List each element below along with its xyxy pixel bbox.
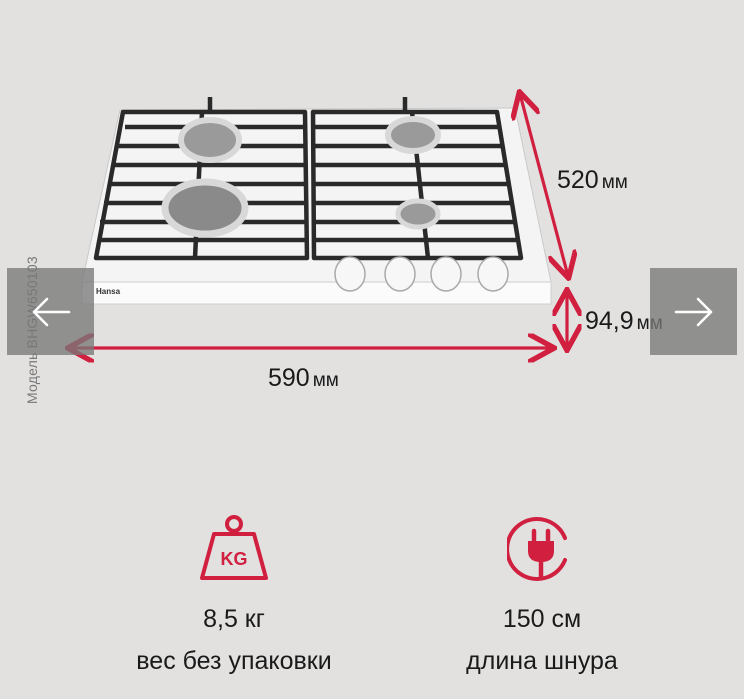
cooktop: Hansa: [81, 97, 552, 305]
weight-caption: вес без упаковки: [136, 647, 332, 675]
cord-length-caption: длина шнура: [466, 647, 618, 675]
next-slide-button[interactable]: [650, 268, 737, 355]
weight-kg-icon: KG: [200, 515, 268, 580]
dimension-arrows: [70, 94, 568, 348]
weight-icon-text: KG: [221, 549, 248, 569]
arrow-left-icon: [32, 297, 70, 326]
spec-weight: KG 8,5 кг вес без упаковки: [84, 514, 384, 676]
width-unit: мм: [312, 370, 339, 391]
depth-value: 520: [557, 166, 599, 194]
brand-logo: Hansa: [96, 287, 121, 296]
control-knobs: [334, 256, 509, 292]
power-plug-icon: [507, 517, 567, 581]
width-value: 590: [268, 364, 310, 392]
spec-cord-length: 150 см длина шнура: [392, 514, 692, 676]
depth-unit: мм: [601, 172, 628, 193]
cord-length-value: 150 см: [502, 605, 582, 633]
weight-value: 8,5 кг: [203, 605, 265, 633]
burners: [161, 116, 441, 238]
arrow-right-icon: [674, 297, 712, 326]
depth-arrow: [520, 94, 568, 276]
height-value: 94,9: [585, 307, 634, 335]
previous-slide-button[interactable]: [7, 268, 94, 355]
